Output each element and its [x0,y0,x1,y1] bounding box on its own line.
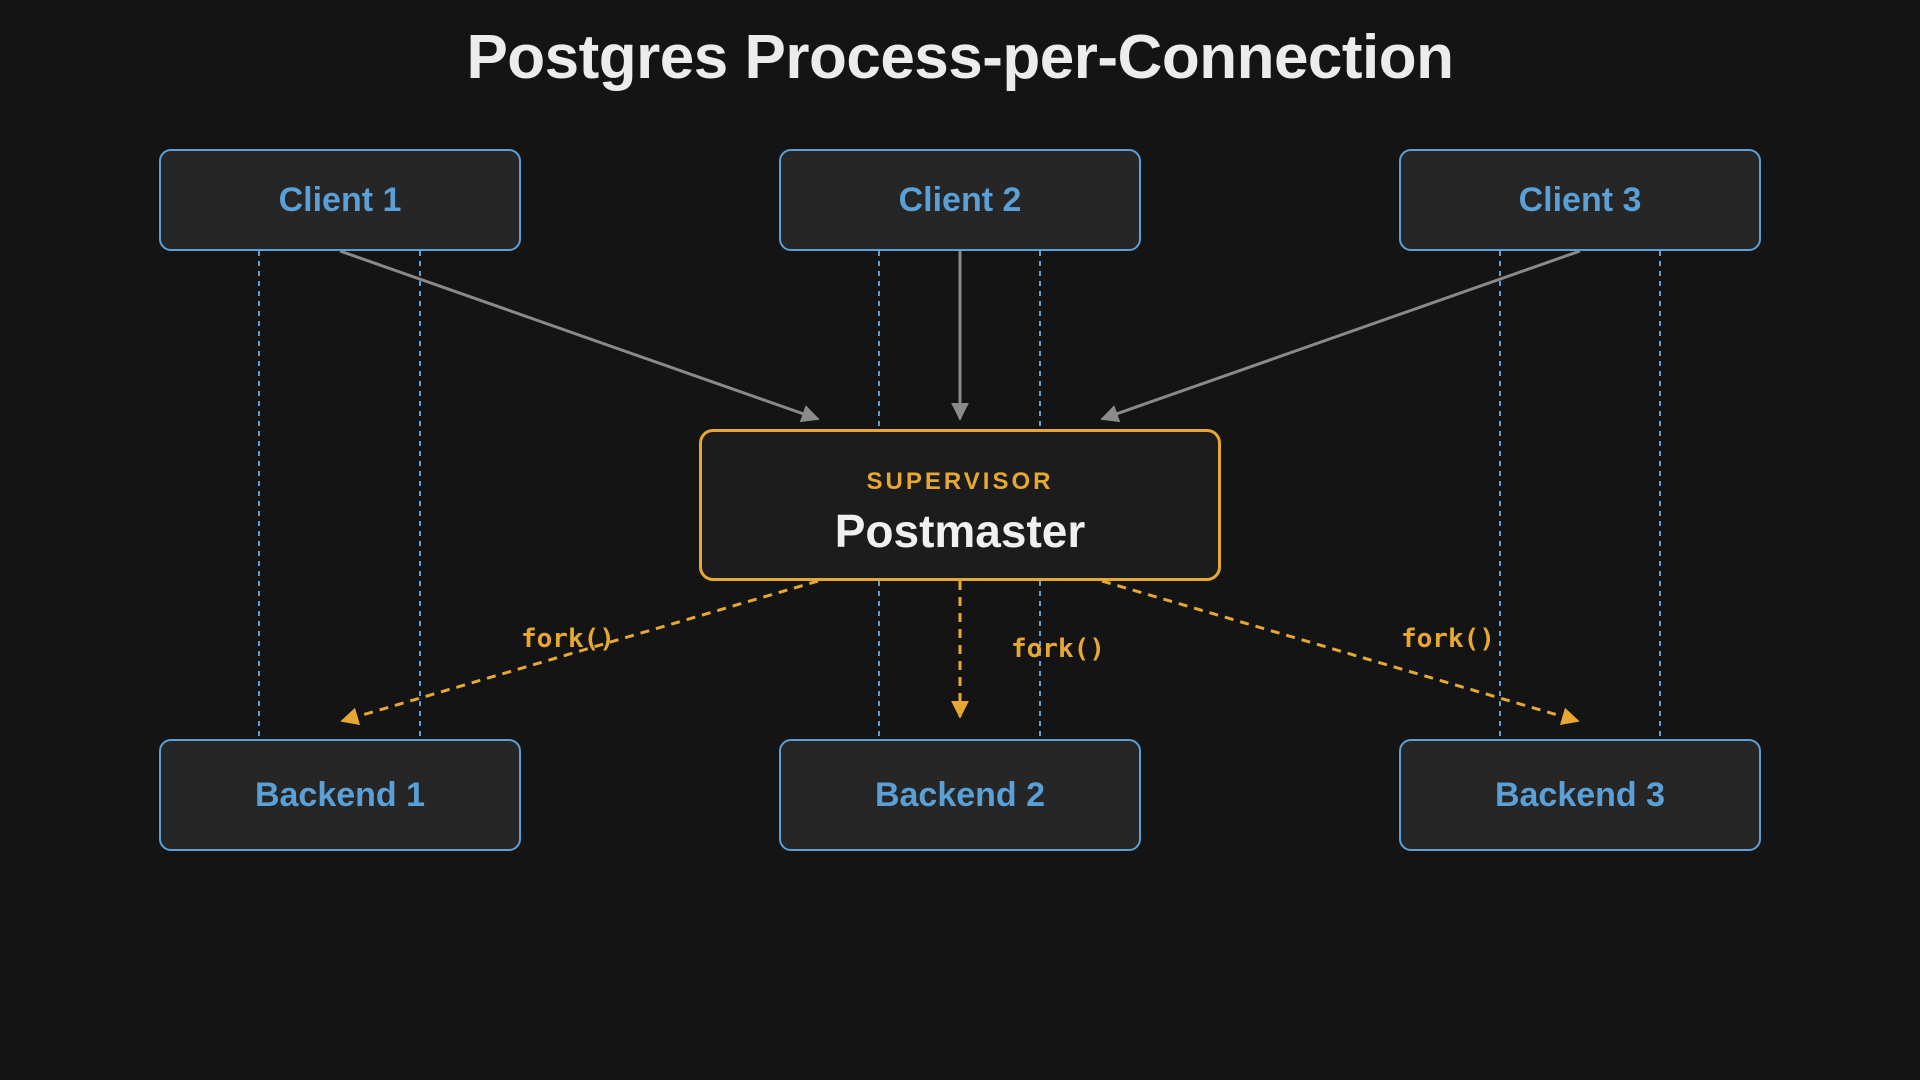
connect-arrow-client3 [1100,249,1581,423]
client-node-3: Client 3 [1399,149,1761,251]
backend-label-2: Backend 2 [874,775,1046,814]
backend-label-1: Backend 1 [254,775,426,814]
backend-label-3: Backend 3 [1494,775,1666,814]
fork-label-2: fork() [1011,634,1105,664]
connect-arrow-client1 [339,249,820,423]
client-label-3: Client 3 [1518,180,1642,219]
backend-node-3: Backend 3 [1399,739,1761,851]
client-label-1: Client 1 [278,180,402,219]
postmaster-node: SUPERVISOR Postmaster [699,429,1221,581]
fork-arrow-backend1 [340,579,819,726]
client-label-2: Client 2 [898,180,1022,219]
client-node-1: Client 1 [159,149,521,251]
backend-node-1: Backend 1 [159,739,521,851]
diagram-title: Postgres Process-per-Connection [466,23,1454,92]
postmaster-label: Postmaster [834,505,1086,557]
client-node-2: Client 2 [779,149,1141,251]
fork-arrow-backend3 [1101,579,1580,726]
fork-label-1: fork() [521,624,615,654]
supervisor-kicker: SUPERVISOR [866,468,1054,495]
backend-node-2: Backend 2 [779,739,1141,851]
fork-label-3: fork() [1401,624,1495,654]
